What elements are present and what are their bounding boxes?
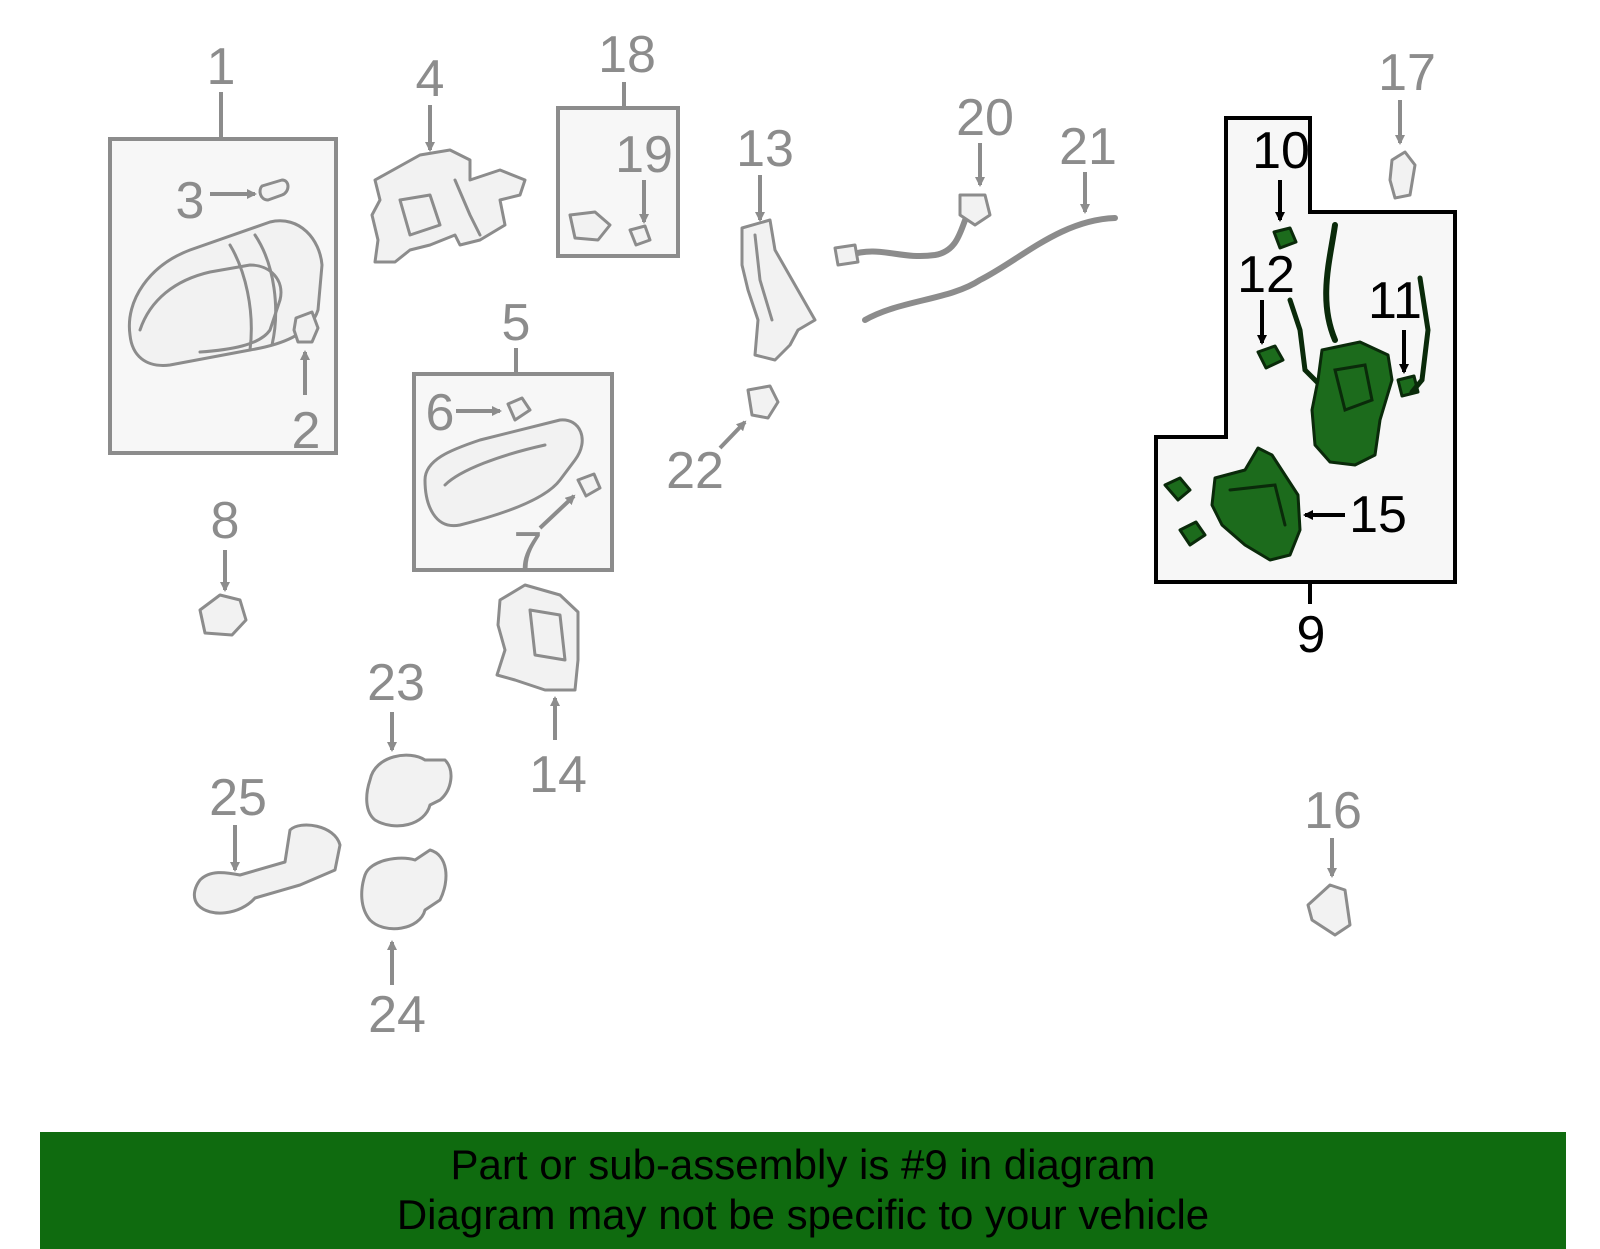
- inner-handle-cap-6[interactable]: [506, 396, 532, 422]
- callout-15: 15: [1349, 486, 1407, 544]
- outer-handle-frame[interactable]: [370, 148, 527, 264]
- callout-23: 23: [367, 654, 425, 712]
- callout-labels: 1 2 3 4 5 6 7 8 9 10 11 12 13 14 15 16 1…: [176, 26, 1436, 1044]
- callout-21: 21: [1059, 118, 1117, 176]
- callout-8: 8: [211, 492, 240, 550]
- clip-8[interactable]: [198, 593, 248, 637]
- door-check-rod[interactable]: [192, 823, 342, 915]
- callout-10: 10: [1252, 122, 1310, 180]
- callout-14: 14: [529, 746, 587, 804]
- handle-clip-2[interactable]: [292, 310, 320, 344]
- callout-7: 7: [514, 522, 543, 580]
- rod-20[interactable]: [847, 202, 978, 259]
- banner-line-2: Diagram may not be specific to your vehi…: [396, 1191, 1210, 1238]
- callout-16: 16: [1304, 782, 1362, 840]
- callout-25: 25: [209, 769, 267, 827]
- part-23-check: [365, 712, 453, 828]
- part-group-1-outer-handle: [108, 92, 338, 455]
- callout-3: 3: [176, 172, 205, 230]
- part-22-clip: [718, 384, 780, 450]
- part-20-cable: [833, 143, 992, 267]
- clip-22[interactable]: [746, 384, 780, 420]
- door-latch-15[interactable]: [1210, 446, 1302, 562]
- info-banner: Part or sub-assembly is #9 in diagram Di…: [40, 1132, 1566, 1249]
- part-16-striker: [1306, 838, 1352, 937]
- screw-7[interactable]: [576, 472, 602, 498]
- actuator-rod[interactable]: [1323, 222, 1338, 343]
- callout-9: 9: [1297, 606, 1326, 664]
- screw-10[interactable]: [1272, 226, 1298, 250]
- part-25-door-check: [192, 823, 342, 915]
- callout-5: 5: [502, 294, 531, 352]
- callout-4: 4: [416, 50, 445, 108]
- part-21-rod: [862, 172, 1118, 323]
- part-group-9-lock-actuator: [1154, 116, 1457, 604]
- callout-19: 19: [615, 126, 673, 184]
- callout-1: 1: [207, 38, 236, 96]
- callout-24: 24: [368, 986, 426, 1044]
- callout-20: 20: [956, 89, 1014, 147]
- cover-17[interactable]: [1388, 150, 1417, 200]
- bolt-b[interactable]: [1178, 520, 1207, 547]
- bolt-a[interactable]: [1163, 476, 1192, 502]
- rod-21[interactable]: [862, 215, 1118, 323]
- callout-12: 12: [1237, 246, 1295, 304]
- clip-12[interactable]: [1256, 344, 1285, 370]
- lock-cylinder-19[interactable]: [568, 210, 612, 242]
- door-bracket-14[interactable]: [495, 583, 580, 692]
- handle-clip-3[interactable]: [258, 178, 290, 202]
- callout-22: 22: [666, 442, 724, 500]
- protector-bracket[interactable]: [740, 218, 817, 362]
- part-13-bracket: [740, 175, 817, 362]
- part-24-check: [360, 848, 448, 985]
- part-4-handle-frame: [370, 105, 527, 264]
- part-8-clip: [198, 550, 248, 637]
- assembly-box-9: [1154, 116, 1457, 584]
- callout-18: 18: [598, 26, 656, 84]
- banner-line-1: Part or sub-assembly is #9 in diagram: [450, 1141, 1156, 1188]
- striker-16[interactable]: [1306, 883, 1352, 937]
- door-check-cover-24[interactable]: [360, 848, 448, 931]
- door-lock-actuator[interactable]: [1310, 340, 1394, 467]
- part-14-striker-bracket: [495, 583, 580, 740]
- callout-2: 2: [292, 402, 321, 460]
- callout-6: 6: [426, 384, 455, 442]
- part-group-5-inner-handle: [412, 348, 614, 572]
- part-group-18-cylinder: [556, 82, 680, 258]
- callout-13: 13: [736, 120, 794, 178]
- part-17-cover: [1388, 100, 1417, 200]
- callout-17: 17: [1378, 44, 1436, 102]
- door-check-cover-23[interactable]: [365, 753, 453, 828]
- callout-11: 11: [1368, 272, 1422, 330]
